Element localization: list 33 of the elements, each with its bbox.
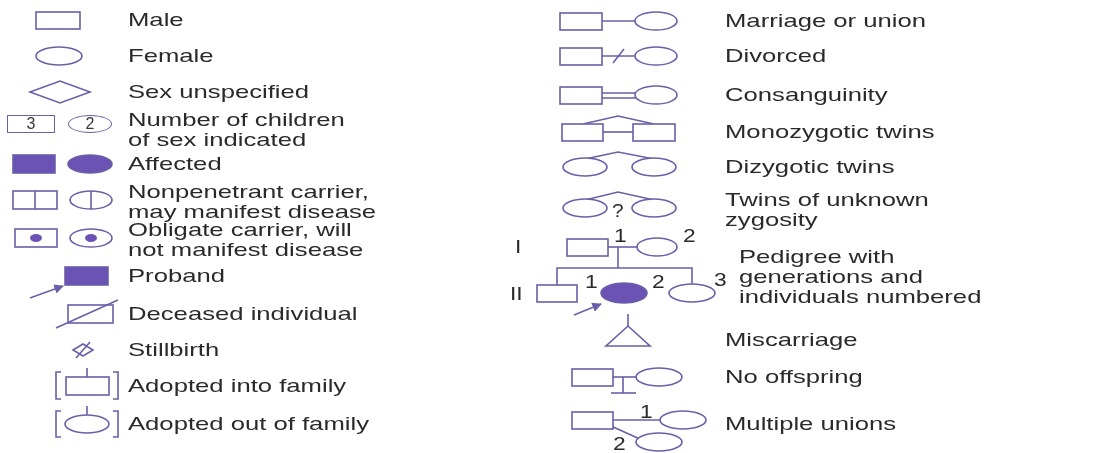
symbol-description: Stillbirth [128,340,220,360]
symbol-description: Adopted out of family [128,414,369,434]
union-number: 2 [613,434,626,453]
individual-number: 1 [614,226,627,246]
generation-numeral: II [510,284,523,304]
question-mark: ? [612,201,624,221]
symbol-description: Affected [128,154,222,174]
male-count-symbol: 3 [7,115,55,133]
symbol-description: Dizygotic twins [725,157,895,177]
symbol-description: Adopted into family [128,376,347,396]
symbol-description: Number of children of sex indicated [128,110,346,150]
symbol-description: No offspring [725,367,863,387]
individual-number: 1 [585,272,598,292]
individual-number: 3 [714,270,727,290]
symbol-description: Proband [128,266,225,286]
symbol-description: Marriage or union [725,11,927,31]
symbol-description: Pedigree with generations and individuals numbered [739,247,983,307]
female-count-symbol: 2 [68,115,112,133]
symbol-description: Female [128,46,214,66]
symbol-description: Multiple unions [725,414,897,434]
symbol-description: Deceased individual [128,304,358,324]
symbol-description: Male [128,10,184,30]
union-number: 1 [640,402,653,422]
individual-number: 2 [683,226,696,246]
symbol-description: Twins of unknown zygosity [725,190,930,230]
generation-numeral: I [515,237,522,257]
symbol-description: Monozygotic twins [725,122,935,142]
symbol-description: Miscarriage [725,330,858,350]
symbol-description: Sex unspecified [128,82,310,102]
symbol-description: Consanguinity [725,85,888,105]
individual-number: 2 [652,272,665,292]
symbol-description: Nonpenetrant carrier, may manifest disease [128,182,378,222]
symbol-description: Divorced [725,46,827,66]
